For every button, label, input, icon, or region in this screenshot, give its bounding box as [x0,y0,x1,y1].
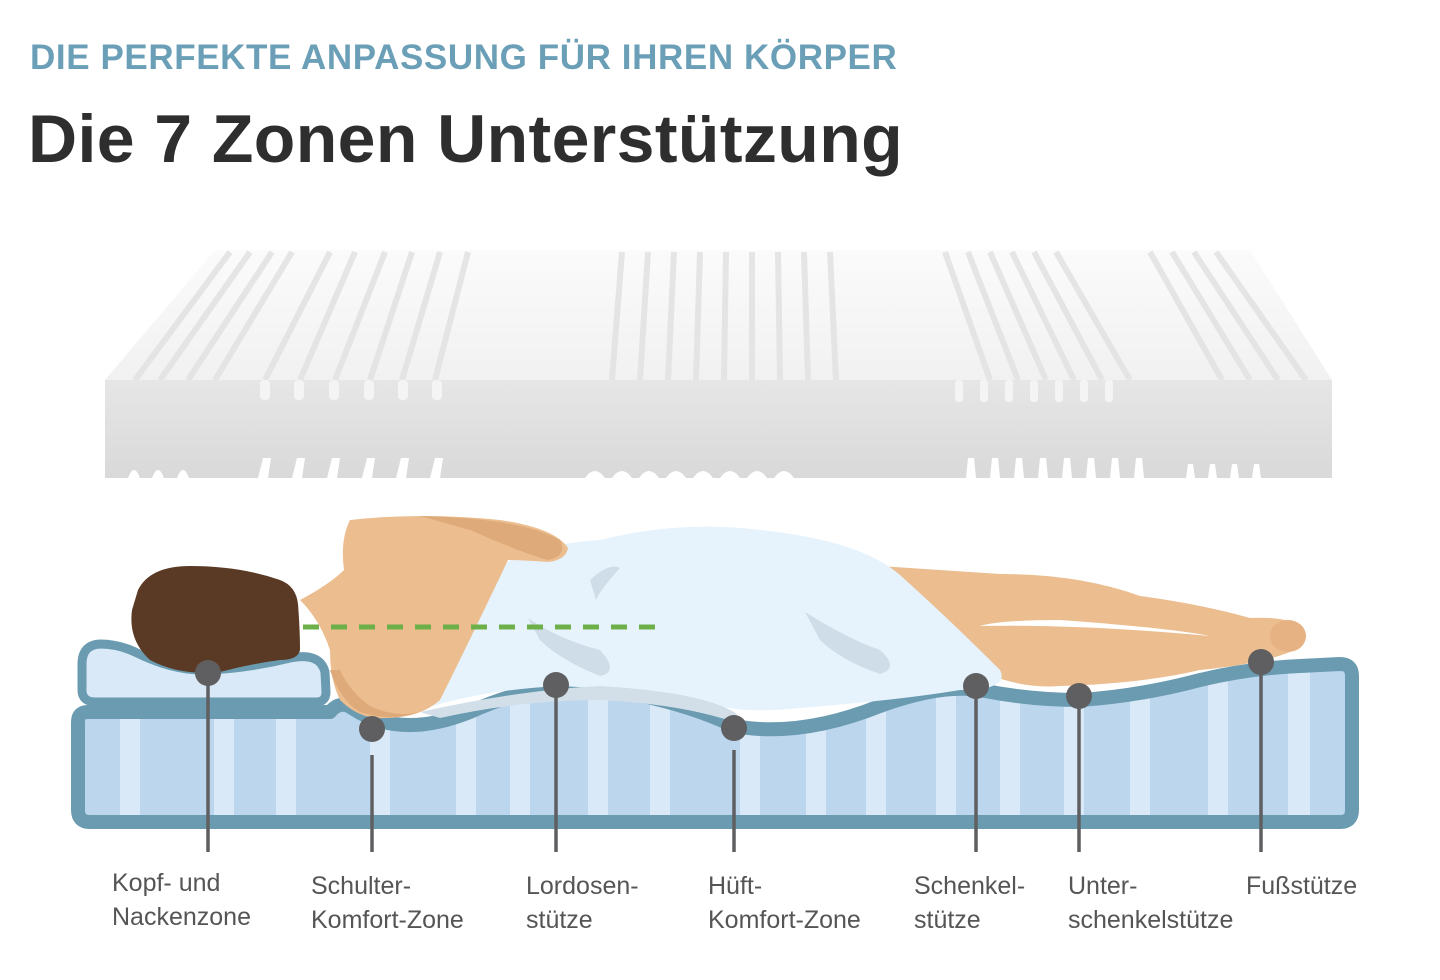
marker-huefte [721,715,747,852]
marker-unterschenkel [1066,683,1092,852]
zone-label-huefte: Hüft- Komfort-Zone [708,872,861,934]
marker-kopf [195,660,221,852]
zone-label-fuss: Fußstütze [1246,872,1358,900]
zone-label-schulter: Schulter- Komfort-Zone [311,872,464,934]
zone-label-lordose: Lordosen- stütze [526,872,639,934]
marker-fuss [1248,649,1274,852]
zone-markers [195,649,1274,852]
page-title: Die 7 Zonen Unterstützung [28,101,904,177]
foam-mattress [105,250,1332,478]
sleeping-person [131,516,1306,722]
zone-label-kopf: Kopf- und Nackenzone [112,869,251,931]
marker-lordose [543,672,569,852]
zone-label-unterschenkel: Unter- schenkelstütze [1068,872,1234,934]
marker-schulter [359,716,385,852]
zone-label-schenkel: Schenkel- stütze [914,872,1026,934]
eyebrow-heading: DIE PERFEKTE ANPASSUNG FÜR IHREN KÖRPER [30,38,898,77]
marker-schenkel [963,673,989,852]
